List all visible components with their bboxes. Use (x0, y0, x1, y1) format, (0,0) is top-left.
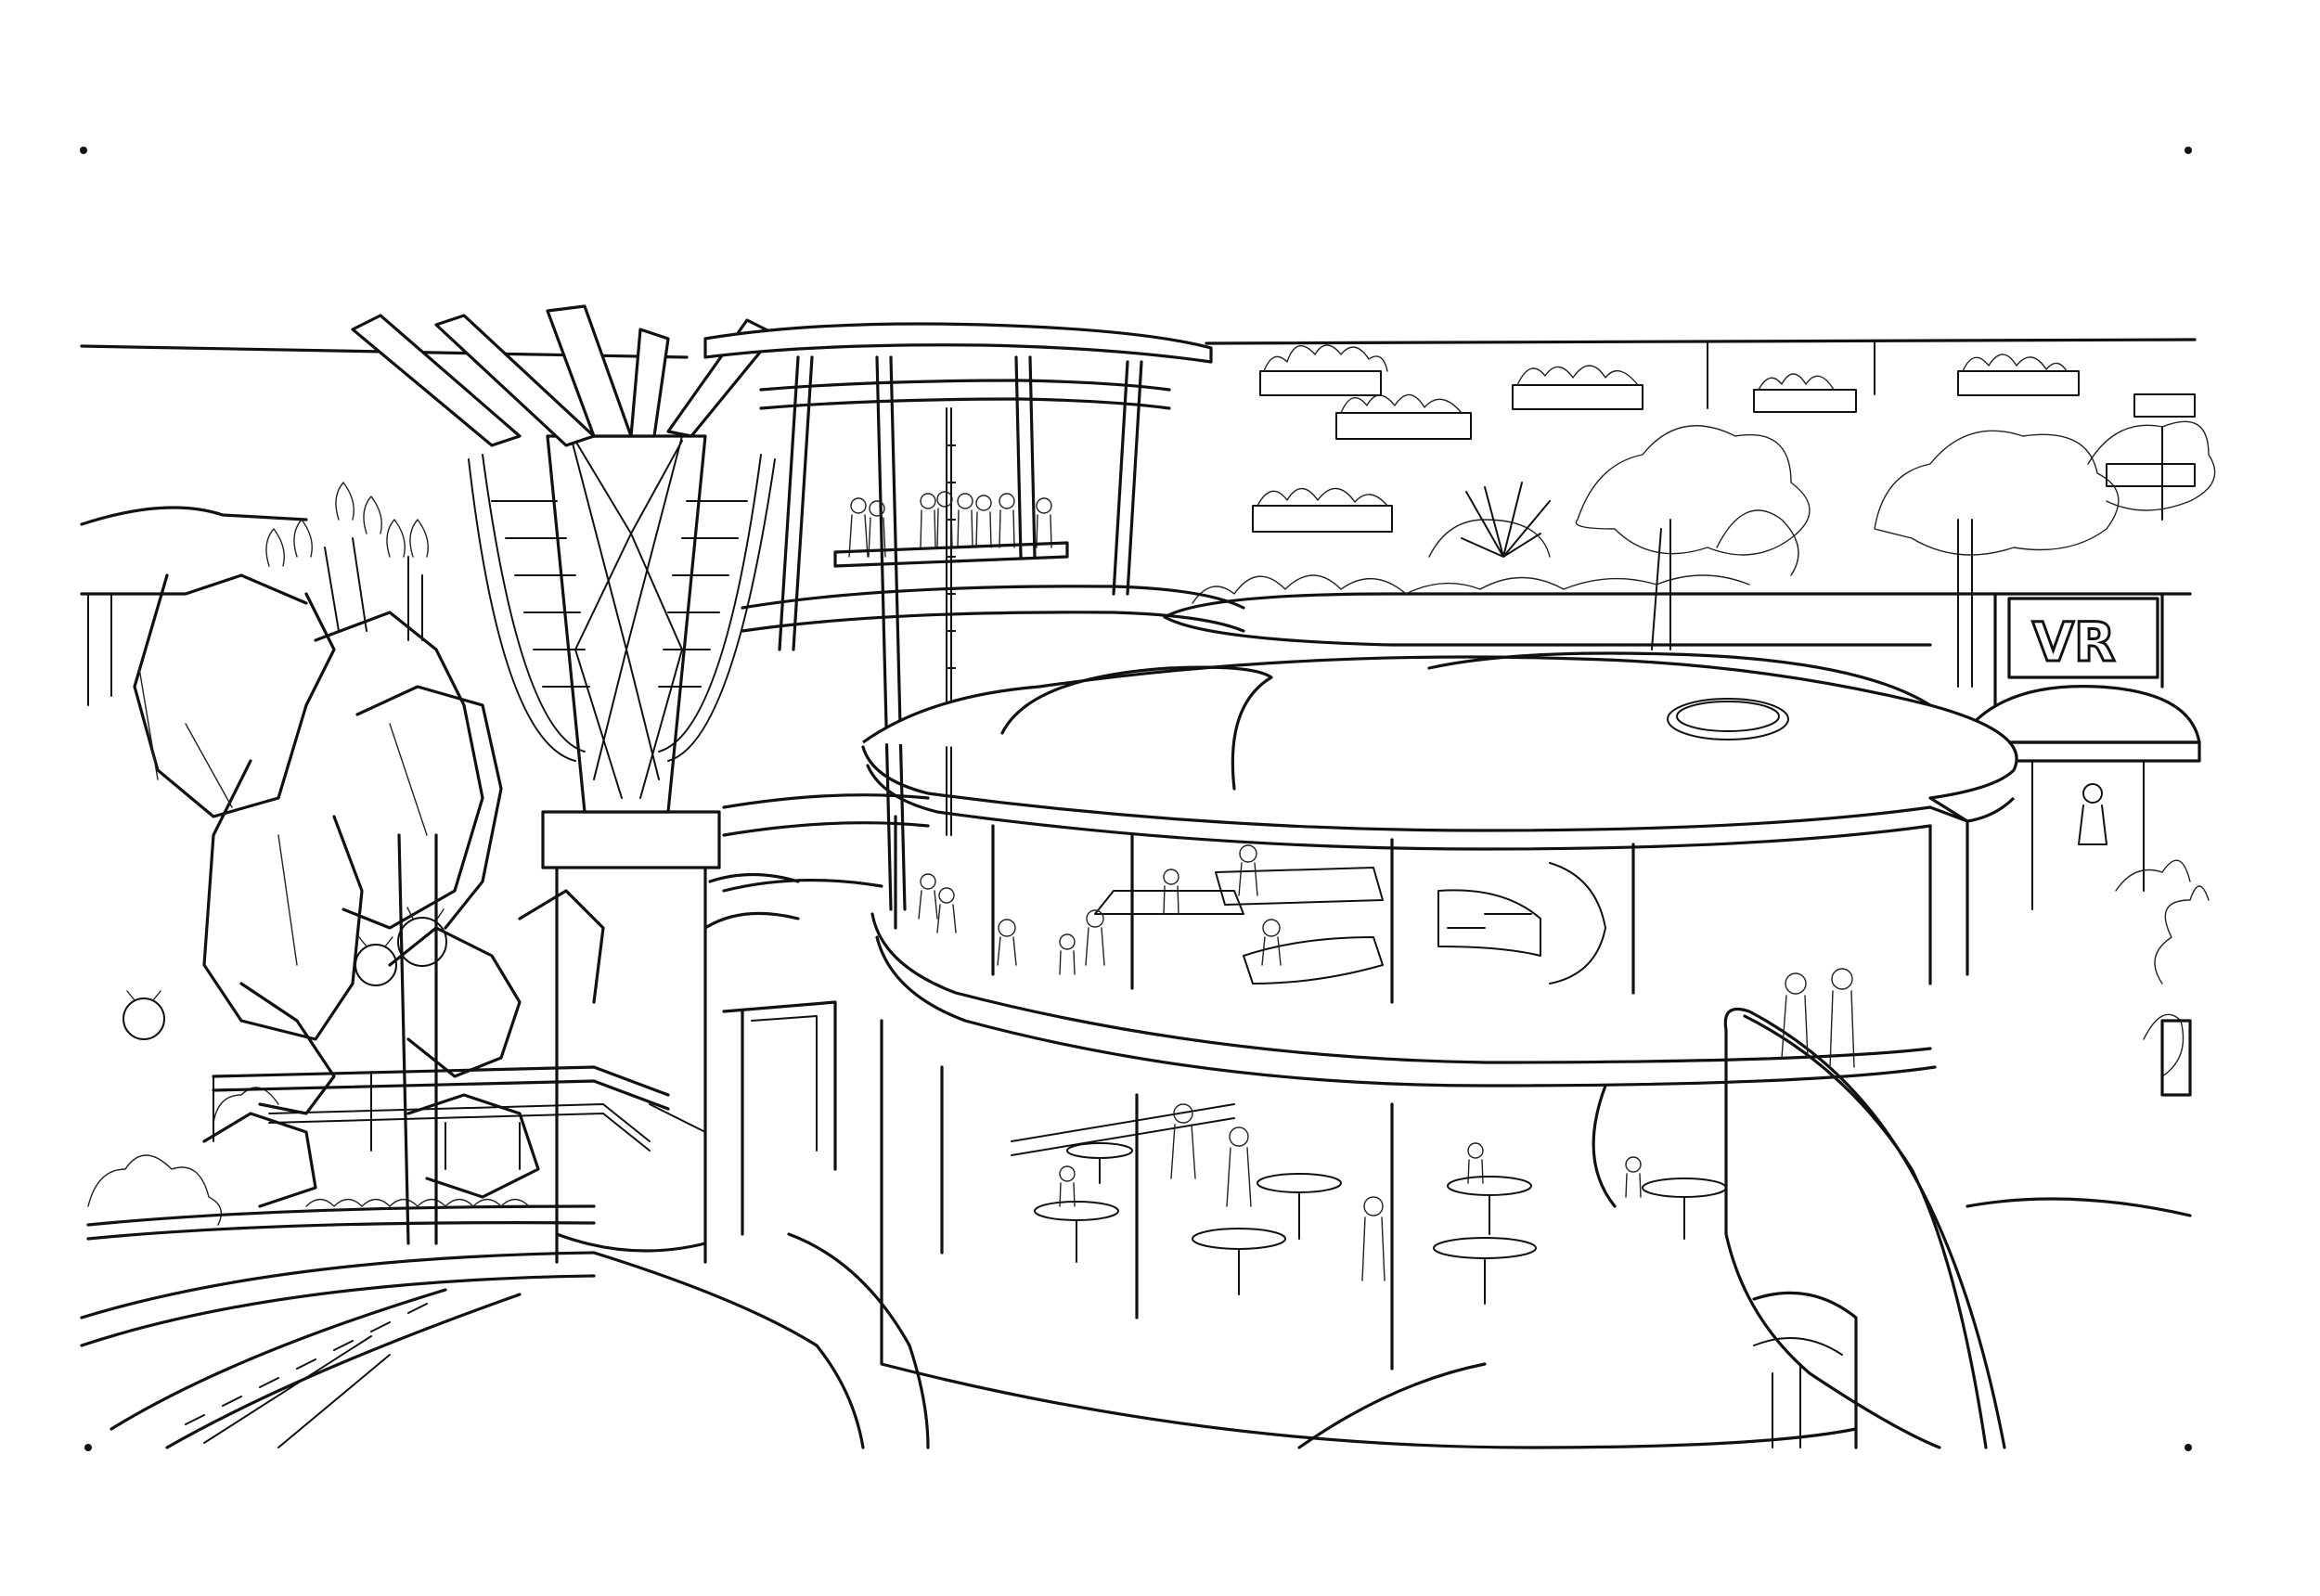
curved-ramp (1723, 968, 2006, 1449)
right-planting (2115, 859, 2210, 1097)
cafe-tables-lower (1034, 1142, 1727, 1305)
central-pavilion (861, 651, 2018, 1449)
feature-tower (351, 304, 837, 1264)
vr-sign: VR (2032, 611, 2116, 674)
registration-marks (80, 147, 2192, 1451)
cafe-people-lower (1059, 1103, 1642, 1281)
upper-garden-terrace (1163, 420, 2216, 688)
hanging-planters (1252, 344, 2196, 533)
cafe-people-upper (918, 844, 1282, 975)
ramp-people (1781, 968, 1855, 1068)
ground-plane (80, 1084, 2192, 1449)
observation-tower (703, 322, 1245, 911)
vr-kiosk: VR (1956, 592, 2201, 910)
rock-formation (80, 482, 670, 1241)
